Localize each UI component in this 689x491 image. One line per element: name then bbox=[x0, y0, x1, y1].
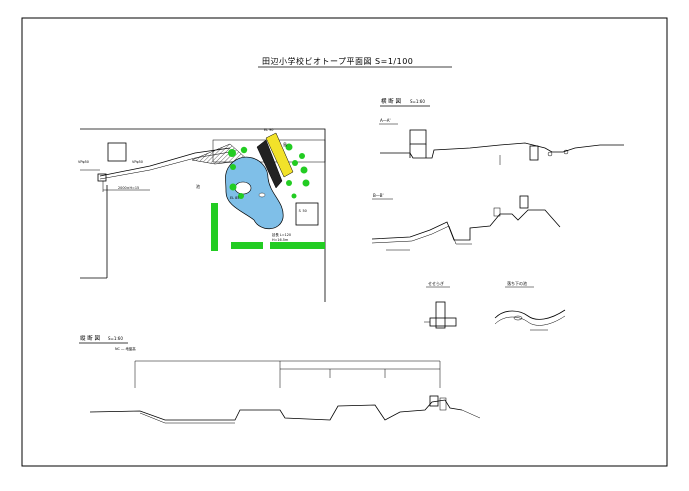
shrub bbox=[240, 146, 248, 154]
storage-box bbox=[295, 202, 319, 226]
shrub bbox=[230, 164, 236, 170]
detail-left-post bbox=[435, 301, 446, 329]
details-view: せせらぎ 落ち下の池 bbox=[424, 280, 566, 331]
section-a-label: A―A' bbox=[380, 118, 391, 123]
plan-label: 2000×H=15 bbox=[118, 186, 139, 190]
section-b-box bbox=[493, 207, 501, 217]
shrub bbox=[286, 180, 292, 186]
detail-right-curve-2 bbox=[494, 315, 566, 326]
section-b-ground-2 bbox=[371, 225, 472, 245]
section-b-post bbox=[519, 195, 529, 209]
section-b-label: B―B' bbox=[373, 193, 384, 198]
section-a-ground bbox=[380, 142, 624, 159]
inlet-box bbox=[97, 173, 107, 182]
rock-band bbox=[256, 139, 283, 189]
longitudinal-box bbox=[429, 395, 439, 407]
longitudinal-view: 縦 断 図 S=1:60 NC ― 地盤高 bbox=[79, 334, 481, 424]
pond-island bbox=[234, 181, 252, 195]
longitudinal-box-2 bbox=[439, 397, 447, 411]
yellow-band bbox=[265, 132, 294, 178]
plan-label: 延長 L=120 bbox=[272, 232, 291, 237]
section-b-ground bbox=[371, 209, 561, 241]
plan-label: EL 90 bbox=[264, 128, 273, 132]
drawing-title: 田辺小学校ビオトープ平面図 S=1/100 bbox=[262, 56, 413, 66]
shrub bbox=[300, 166, 308, 174]
hedge-bottom-2 bbox=[270, 242, 325, 249]
section-a-building bbox=[409, 129, 427, 145]
section-a-pipe-2 bbox=[563, 149, 569, 155]
section-a-pipe bbox=[547, 151, 553, 157]
detail-right-label: 落ち下の池 bbox=[507, 280, 527, 286]
plan-label: 池 bbox=[196, 183, 200, 189]
longitudinal-note: NC ― 地盤高 bbox=[115, 346, 136, 351]
detail-right-pipe bbox=[513, 315, 523, 321]
shrub bbox=[285, 143, 293, 151]
longitudinal-profile-2 bbox=[139, 412, 235, 424]
shrub bbox=[228, 149, 236, 157]
plan-label: EL 85 bbox=[230, 196, 239, 200]
pump-box bbox=[107, 142, 127, 162]
detail-left-base bbox=[429, 317, 457, 327]
site-boundary bbox=[80, 128, 326, 302]
longitudinal-leader bbox=[461, 409, 481, 419]
plan-label: VPφ50 bbox=[132, 160, 143, 164]
plan-label: VPφ50 bbox=[78, 160, 89, 164]
shrub bbox=[292, 160, 298, 166]
longitudinal-heading: 縦 断 図 bbox=[80, 334, 100, 342]
plan-view: VPφ50 VPφ50 2000×H=15 延長 L=120 H=16.5m 池… bbox=[78, 128, 326, 302]
cross-section-heading: 横 断 図 bbox=[381, 97, 401, 105]
plan-label: 島 bbox=[283, 141, 287, 147]
pond-rock bbox=[258, 192, 266, 198]
sheet-border bbox=[21, 17, 668, 467]
shrub bbox=[291, 193, 297, 199]
cross-section-view: 横 断 図 S=1:60 A―A' B―B' bbox=[371, 97, 624, 251]
shrub bbox=[302, 179, 310, 187]
section-a-block bbox=[529, 145, 539, 161]
shrub bbox=[238, 193, 244, 199]
pipe-main bbox=[99, 147, 231, 177]
detail-left-label: せせらぎ bbox=[428, 280, 444, 286]
shrub bbox=[299, 153, 305, 159]
plan-label: Ｓ 50 bbox=[298, 209, 307, 213]
longitudinal-scale: S=1:60 bbox=[108, 336, 123, 341]
detail-right-curve bbox=[494, 309, 566, 320]
cross-section-scale: S=1:60 bbox=[410, 99, 425, 104]
hedge-bottom-1 bbox=[231, 242, 263, 249]
hedge-vertical bbox=[211, 203, 218, 251]
pond bbox=[225, 156, 284, 230]
shrubs bbox=[228, 143, 310, 199]
shrub bbox=[229, 183, 237, 191]
longitudinal-profile bbox=[89, 399, 463, 421]
plan-label: H=16.5m bbox=[272, 238, 289, 242]
